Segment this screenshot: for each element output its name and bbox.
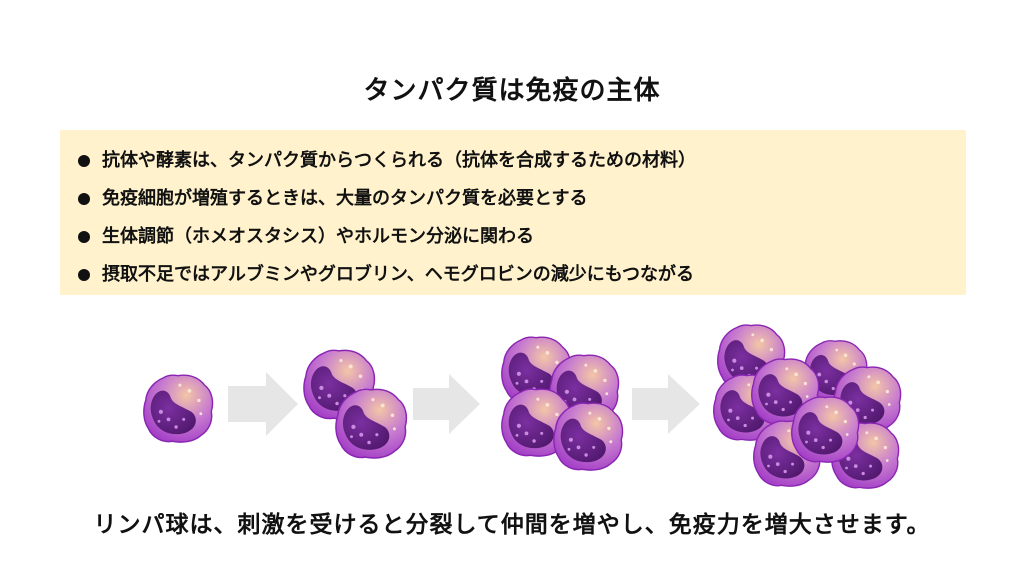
bullet-text: 抗体や酵素は、タンパク質からつくられる（抗体を合成するための材料）: [102, 150, 696, 171]
bullet-item: 抗体や酵素は、タンパク質からつくられる（抗体を合成するための材料）: [78, 142, 966, 180]
bullet-text: 摂取不足ではアルブミンやグロブリン、ヘモグロビンの減少にもつながる: [102, 264, 695, 285]
lymphocyte-cell: [143, 374, 214, 443]
bullet-item: 摂取不足ではアルブミンやグロブリン、ヘモグロビンの減少にもつながる: [78, 256, 966, 294]
page-title: タンパク質は免疫の主体: [363, 76, 661, 106]
stage-3-cells: [501, 336, 624, 471]
arrow-right-icon: [413, 374, 480, 434]
lymphocyte-cell: [553, 402, 624, 471]
bullet-dot-icon: [78, 231, 90, 243]
lymphocyte-proliferation-illustration: [143, 324, 902, 489]
key-points-panel: 抗体や酵素は、タンパク質からつくられる（抗体を合成するための材料） 免疫細胞が増…: [60, 130, 966, 295]
bullet-dot-icon: [78, 269, 90, 281]
lymphocyte-cell: [791, 396, 860, 463]
bullet-item: 免疫細胞が増殖するときは、大量のタンパク質を必要とする: [78, 180, 966, 218]
bullet-item: 生体調節（ホメオスタシス）やホルモン分泌に関わる: [78, 218, 966, 256]
arrow-right-icon: [632, 374, 700, 434]
bullet-text: 生体調節（ホメオスタシス）やホルモン分泌に関わる: [102, 226, 534, 247]
lymphocyte-cell: [335, 388, 408, 459]
bullet-dot-icon: [78, 155, 90, 167]
stage-4-cells: [713, 324, 902, 489]
stage-1-cells: [143, 374, 214, 443]
caption: リンパ球は、刺激を受けると分裂して仲間を増やし、免疫力を増大させます。: [93, 512, 931, 538]
stage-2-cells: [303, 349, 408, 459]
bullet-dot-icon: [78, 193, 90, 205]
arrow-right-icon: [228, 372, 298, 436]
bullet-list: 抗体や酵素は、タンパク質からつくられる（抗体を合成するための材料） 免疫細胞が増…: [60, 130, 966, 294]
bullet-text: 免疫細胞が増殖するときは、大量のタンパク質を必要とする: [102, 188, 588, 209]
